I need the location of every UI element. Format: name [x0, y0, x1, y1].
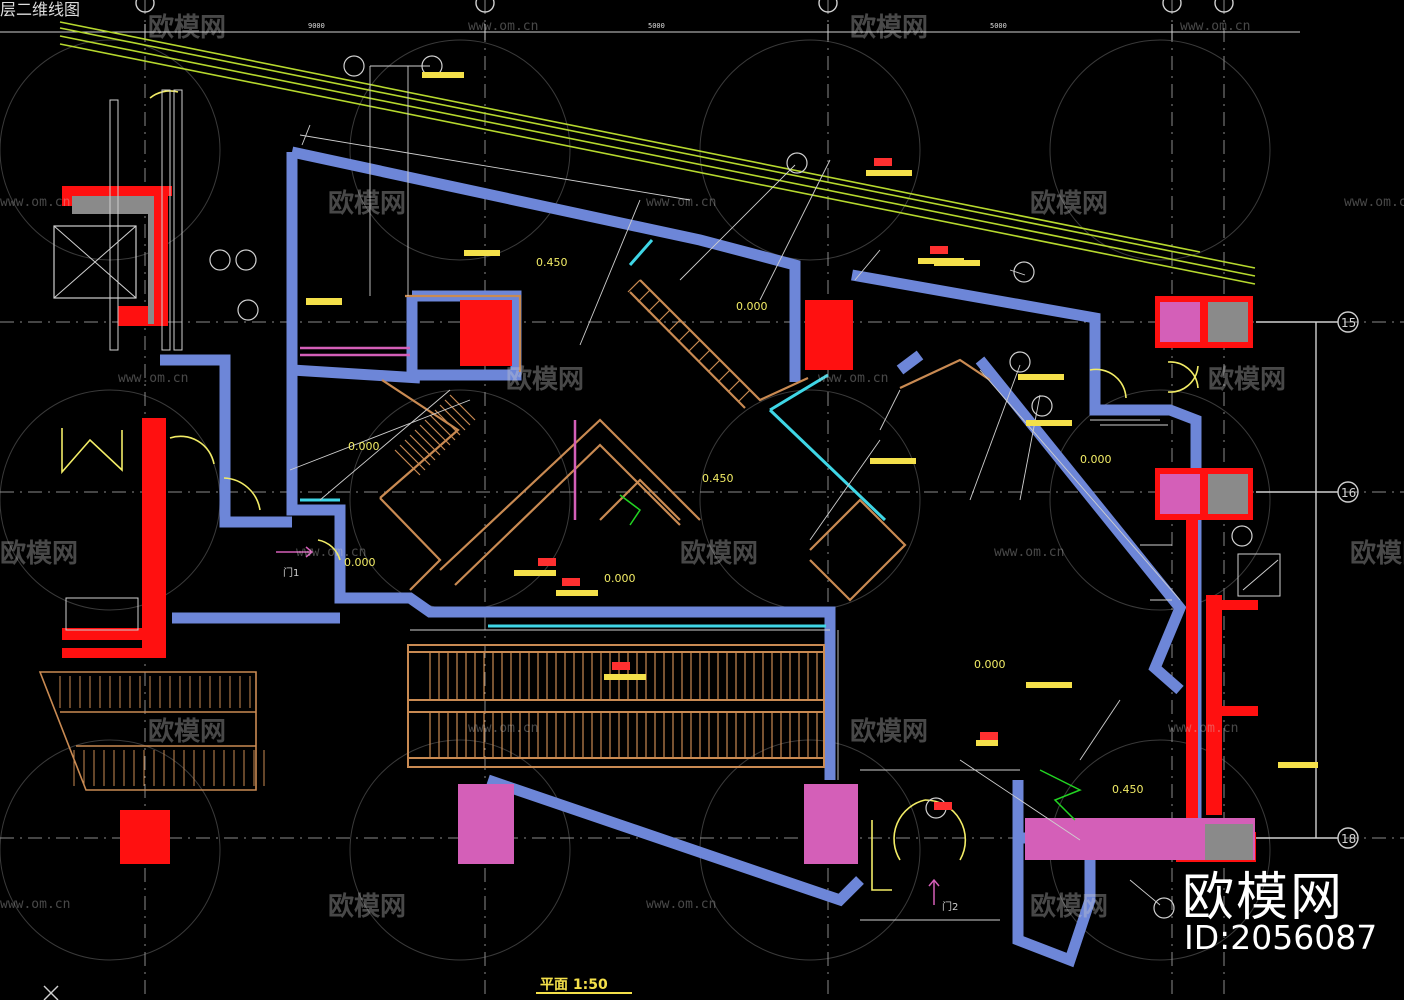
grid-bubbles-right [1256, 311, 1359, 849]
top-left-service-block [53, 196, 154, 324]
watermark-url: www.om.cn [118, 371, 188, 386]
drawing-title: 层二维线图 [0, 0, 81, 19]
watermark-text: 欧模网 [1350, 538, 1404, 569]
red-tags [538, 158, 998, 810]
watermarks: 欧模网 欧模网 欧模网 欧模网 欧模网 欧模网 欧模网 欧模网 欧模网 欧模网 … [0, 12, 1404, 922]
stair-tread [449, 394, 476, 421]
grid-bubble-label: 15 [1341, 316, 1356, 330]
escalator [407, 644, 825, 768]
cyan-lines [300, 239, 1180, 828]
grid-bubble-label: 18 [1341, 832, 1356, 846]
annotation-leaders [289, 65, 1181, 921]
escalator-steps [429, 652, 818, 758]
watermark-id: ID:2056087 [1184, 918, 1378, 957]
level-text: 0.000 [1080, 453, 1112, 466]
level-text: 0.000 [736, 300, 768, 313]
level-text: 0.000 [604, 572, 636, 585]
watermark-text: 欧模网 [0, 538, 78, 569]
diagonal-rails [59, 21, 1256, 285]
watermark-text: 欧模网 [506, 364, 584, 395]
watermark-text: 欧模网 [1030, 891, 1108, 922]
stair-tread [627, 279, 641, 293]
watermark-brand: 欧模网 [1182, 868, 1345, 928]
green-marker [619, 494, 1082, 821]
scale-underline [536, 992, 632, 994]
stair-tread [677, 329, 691, 343]
watermark-url: www.om.cn [468, 721, 538, 736]
left-stair [38, 671, 257, 791]
diagonal-stair-steps [394, 279, 751, 476]
stair-tread [697, 349, 711, 363]
stair-tread [409, 434, 436, 461]
stair-tread [647, 299, 661, 313]
stair-tread [657, 309, 671, 323]
stair-tread [429, 414, 456, 441]
watermark-text: 欧模网 [680, 538, 758, 569]
left-stair-steps [59, 676, 265, 786]
callout-symbols [209, 55, 1253, 919]
watermark-url: www.om.cn [0, 897, 70, 912]
watermark-url: www.om.cn [0, 195, 70, 210]
watermark-url: www.om.cn [1168, 721, 1238, 736]
door-label: 门1 [283, 566, 299, 579]
stair-tread [444, 399, 471, 426]
entry-arrows [276, 546, 940, 905]
watermark-url: www.om.cn [818, 371, 888, 386]
watermark-url: www.om.cn [994, 545, 1064, 560]
door-label: 门2 [942, 900, 958, 913]
red-walls [62, 186, 1258, 820]
stair-tread [637, 289, 651, 303]
stair-tread [667, 319, 681, 333]
watermark-url: www.om.cn [296, 545, 366, 560]
magenta-columns [458, 296, 1255, 864]
dimension-text: 5000 [648, 22, 665, 30]
stair-tread [434, 409, 461, 436]
magenta-rails [300, 346, 577, 520]
watermark-url: www.om.cn [1344, 195, 1404, 210]
watermark-text: 欧模网 [1030, 188, 1108, 219]
watermark-text: 欧模网 [1208, 364, 1286, 395]
stair-tread [727, 379, 741, 393]
doors [61, 90, 1199, 891]
stair-tread [737, 389, 751, 403]
watermark-text: 欧模网 [328, 891, 406, 922]
watermark-text: 欧模网 [148, 716, 226, 747]
corner-mark [43, 985, 59, 1000]
watermark-url: www.om.cn [1180, 19, 1250, 34]
watermark-url: www.om.cn [646, 897, 716, 912]
level-text: 0.450 [1112, 783, 1144, 796]
dimension-text: 5000 [990, 22, 1007, 30]
top-dimension-line [0, 24, 1300, 40]
stair-tread [394, 449, 421, 476]
label-bars [306, 72, 1318, 768]
stair-tread [404, 439, 431, 466]
grid-bubbles-top [135, 0, 1234, 13]
stair-tread [414, 429, 441, 456]
stair-tread [717, 369, 731, 383]
watermark-text: 欧模网 [850, 12, 928, 43]
level-text: 0.450 [702, 472, 734, 485]
main-walls [160, 146, 1202, 968]
watermark-text: 欧模网 [328, 188, 406, 219]
stair-tread [399, 444, 426, 471]
watermark-text: 欧模网 [148, 12, 226, 43]
grid-bubble-label: 16 [1341, 486, 1356, 500]
stair-tread [707, 359, 721, 373]
stair-tread [424, 419, 451, 446]
scale-label: 平面 1:50 [540, 977, 608, 993]
stair-tread [687, 339, 701, 353]
watermark-url: www.om.cn [468, 19, 538, 34]
dimension-text: 9000 [308, 22, 325, 30]
level-text: 0.000 [344, 556, 376, 569]
level-text: 0.450 [536, 256, 568, 269]
misc-fixtures [65, 89, 1281, 631]
level-text: 0.000 [974, 658, 1006, 671]
watermark-url: www.om.cn [646, 195, 716, 210]
stair-tread [439, 404, 466, 431]
stair-tread [419, 424, 446, 451]
watermark-text: 欧模网 [850, 716, 928, 747]
level-text: 0.000 [348, 440, 380, 453]
